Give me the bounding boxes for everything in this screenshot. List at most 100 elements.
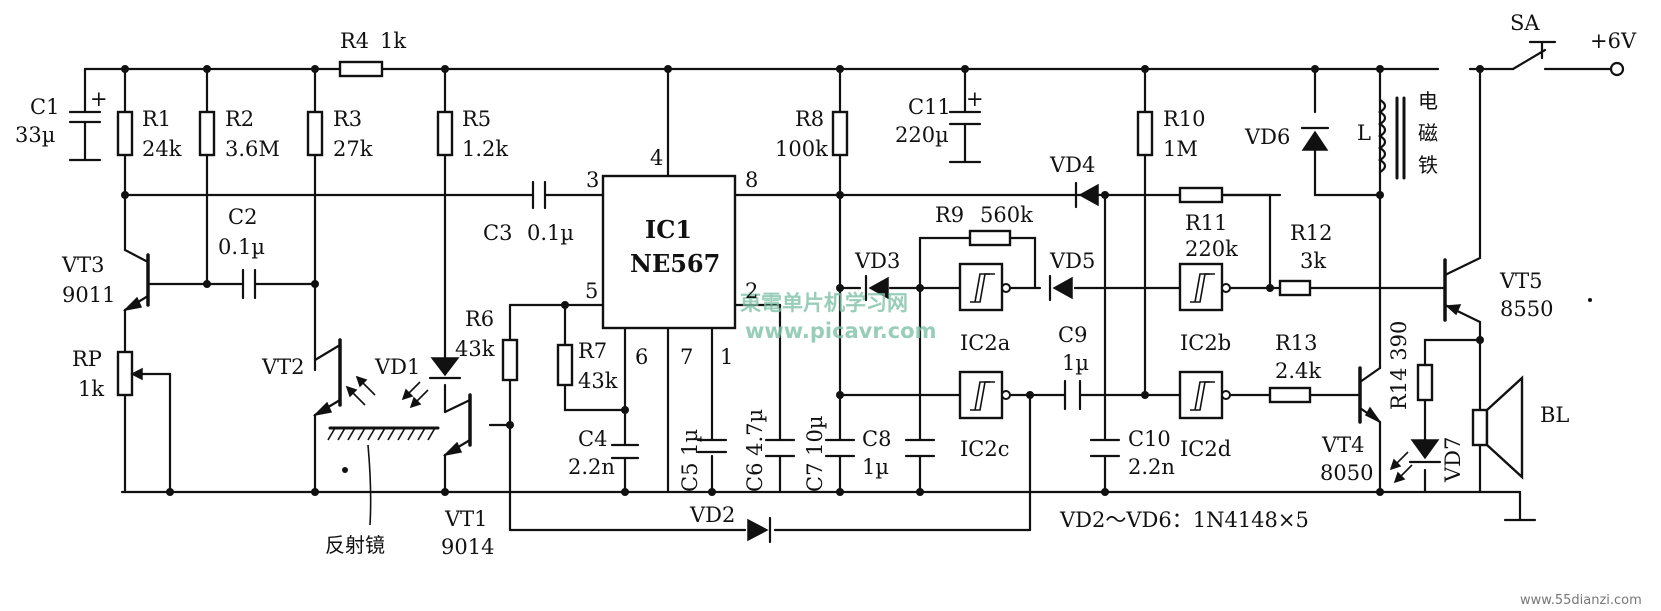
vt1-value: 9014 xyxy=(441,535,494,559)
transistors xyxy=(122,253,1462,457)
r12-ref: R12 xyxy=(1290,221,1333,245)
diode-vd2 xyxy=(747,516,772,544)
ic1-ne567 xyxy=(601,174,737,330)
speaker-label: BL xyxy=(1540,403,1569,427)
r10-value: 1M xyxy=(1163,137,1198,161)
c11-value: 220µ xyxy=(895,123,949,147)
resistor-r12 xyxy=(1278,279,1312,297)
diode-vd7 xyxy=(1389,439,1442,484)
potentiometer-rp xyxy=(116,350,134,397)
r12-value: 3k xyxy=(1300,249,1326,273)
ic1-pin-5: 5 xyxy=(585,279,598,303)
resistors xyxy=(116,60,1434,404)
rp-ref: RP xyxy=(72,347,102,371)
r9-ref: R9 xyxy=(935,203,964,227)
speaker-bl xyxy=(1471,375,1524,480)
capacitor-c5 xyxy=(696,438,728,454)
resistor-r14 xyxy=(1416,363,1434,402)
r7-ref: R7 xyxy=(578,339,607,363)
diode-vd3 xyxy=(864,274,889,302)
r5-value: 1.2k xyxy=(462,137,508,161)
c10-ref: C10 xyxy=(1128,427,1171,451)
labels: SA +6V R1 24k R2 3.6M R3 27k R4 1k R5 1.… xyxy=(15,11,1642,608)
c9-value: 1µ xyxy=(1062,351,1089,375)
capacitor-c11 xyxy=(948,110,982,164)
capacitors xyxy=(68,110,1121,460)
c2-ref: C2 xyxy=(228,205,257,229)
c11-plus: + xyxy=(966,87,984,111)
r2-value: 3.6M xyxy=(225,137,280,161)
vd7-label: VD7 xyxy=(1441,437,1465,483)
resistor-r2 xyxy=(198,110,216,157)
ic1-part: NE567 xyxy=(630,249,720,278)
gate-ic2d xyxy=(1178,370,1231,420)
resistor-r3 xyxy=(306,110,324,157)
mirror-label: 反射镜 xyxy=(325,533,385,557)
reflector-mirror xyxy=(327,426,440,526)
r3-value: 27k xyxy=(333,137,373,161)
vt4-ref: VT4 xyxy=(1321,433,1365,457)
r4-ref: R4 xyxy=(340,29,369,53)
resistor-r8 xyxy=(831,110,849,157)
capacitor-c2 xyxy=(241,268,257,300)
capacitor-c1 xyxy=(68,110,102,162)
diodes xyxy=(401,126,1442,544)
resistor-r7 xyxy=(556,343,574,387)
r11-ref: R11 xyxy=(1185,211,1228,235)
r3-ref: R3 xyxy=(333,107,362,131)
r13-ref: R13 xyxy=(1275,331,1318,355)
gate-ic2c xyxy=(958,370,1011,420)
ic2c-label: IC2c xyxy=(960,437,1010,461)
c4-value: 2.2n xyxy=(568,455,615,479)
gate-ic2b xyxy=(1178,262,1231,312)
site-credit: www.55dianzi.com xyxy=(1520,593,1642,608)
c6-label: C6 4.7µ xyxy=(743,409,767,492)
ic2a-label: IC2a xyxy=(960,331,1010,355)
ic2d-label: IC2d xyxy=(1180,437,1231,461)
stray-dot xyxy=(1588,298,1592,302)
resistor-r10 xyxy=(1136,110,1154,157)
coil-ref: L xyxy=(1357,121,1371,145)
resistor-r9 xyxy=(968,229,1012,247)
r7-value: 43k xyxy=(578,369,618,393)
r5-ref: R5 xyxy=(462,107,491,131)
vd2-label: VD2 xyxy=(689,503,735,527)
r13-value: 2.4k xyxy=(1275,359,1321,383)
coil-name-1: 电 xyxy=(1418,89,1438,113)
diode-vd1 xyxy=(401,357,462,409)
capacitor-c7 xyxy=(824,438,856,458)
diode-vd5 xyxy=(1048,274,1073,302)
c4-ref: C4 xyxy=(578,427,607,451)
electromagnet-coil xyxy=(1377,96,1406,180)
coil-name-2: 磁 xyxy=(1418,121,1438,145)
resistor-r5 xyxy=(436,110,454,157)
logic-gates xyxy=(958,262,1231,420)
vt4-value: 8050 xyxy=(1320,461,1373,485)
c8-ref: C8 xyxy=(862,427,891,451)
rp-value: 1k xyxy=(78,377,104,401)
resistor-r6 xyxy=(501,338,519,382)
ic1-pin-8: 8 xyxy=(745,168,758,192)
c3-ref: C3 xyxy=(483,221,512,245)
r6-ref: R6 xyxy=(465,307,494,331)
vt1-ref: VT1 xyxy=(444,507,488,531)
resistor-r4 xyxy=(338,60,384,78)
c11-ref: C11 xyxy=(908,95,951,119)
c1-value: 33µ xyxy=(15,123,55,147)
capacitor-c8 xyxy=(904,438,936,458)
capacitor-c10 xyxy=(1089,438,1121,458)
r1-value: 24k xyxy=(142,137,182,161)
c10-value: 2.2n xyxy=(1128,455,1175,479)
c2-value: 0.1µ xyxy=(218,235,265,259)
supply-voltage-label: +6V xyxy=(1590,29,1637,53)
r14-label: R14 390 xyxy=(1387,321,1411,410)
resistor-r13 xyxy=(1268,386,1312,404)
vt5-ref: VT5 xyxy=(1499,269,1543,293)
diode-note: VD2～VD6：1N4148×5 xyxy=(1059,508,1309,532)
ic2b-label: IC2b xyxy=(1180,331,1231,355)
capacitor-c4 xyxy=(610,443,640,460)
ic1-pin-4: 4 xyxy=(650,146,663,170)
c5-label: C5 1µ xyxy=(678,429,702,492)
coil-name-3: 铁 xyxy=(1418,153,1438,177)
